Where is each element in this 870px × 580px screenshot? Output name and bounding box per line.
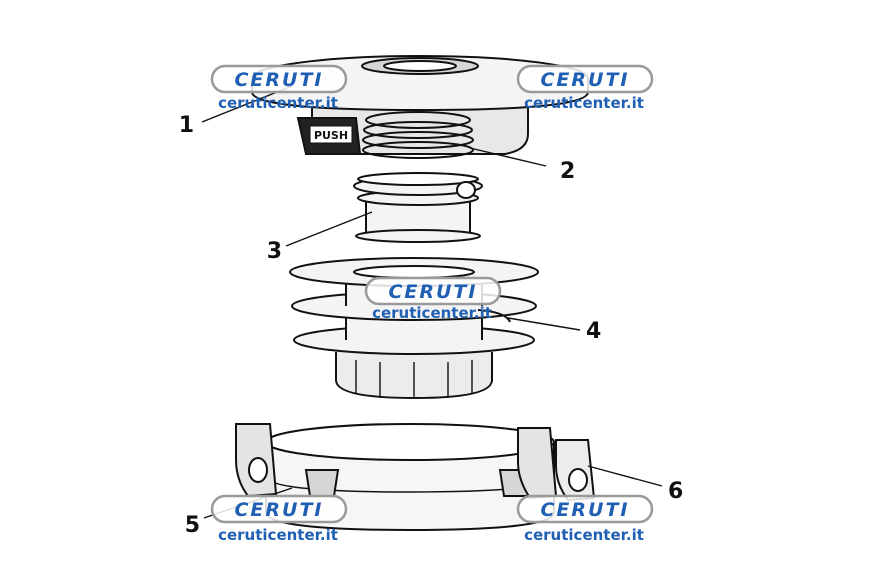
watermark-site: ceruticenter.it [524,94,644,112]
push-label: PUSH [314,129,348,142]
part-2-spring [362,111,474,159]
push-button: PUSH [296,117,362,155]
callout-6: 6 [668,479,683,504]
leader-3 [285,211,373,247]
watermark-site: ceruticenter.it [524,526,644,544]
watermark-brand: CERUTI [234,499,323,521]
part-6-eyelet [555,439,596,502]
callout-1: 1 [179,113,194,138]
leader-6 [587,465,663,487]
leader-4 [507,317,581,331]
callout-4: 4 [586,319,601,344]
callout-2: 2 [560,159,575,184]
watermark-top-left: CERUTI ceruticenter.it [210,64,348,112]
leader-lines [201,85,663,519]
callout-3: 3 [267,239,282,264]
callout-5: 5 [185,513,200,538]
watermark-center: CERUTI ceruticenter.it [364,276,502,322]
part-3-coupling-sleeve [353,172,483,243]
watermark-brand: CERUTI [234,69,323,91]
leader-2 [469,147,547,167]
watermark-top-right: CERUTI ceruticenter.it [516,64,654,112]
watermark-site: ceruticenter.it [218,526,338,544]
watermark-brand: CERUTI [540,69,629,91]
watermark-brand: CERUTI [540,499,629,521]
watermark-bottom-left: CERUTI ceruticenter.it [210,494,348,544]
watermark-bottom-right: CERUTI ceruticenter.it [516,494,654,544]
watermark-brand: CERUTI [388,281,477,303]
watermark-site: ceruticenter.it [218,94,338,112]
watermark-site: ceruticenter.it [372,304,492,322]
